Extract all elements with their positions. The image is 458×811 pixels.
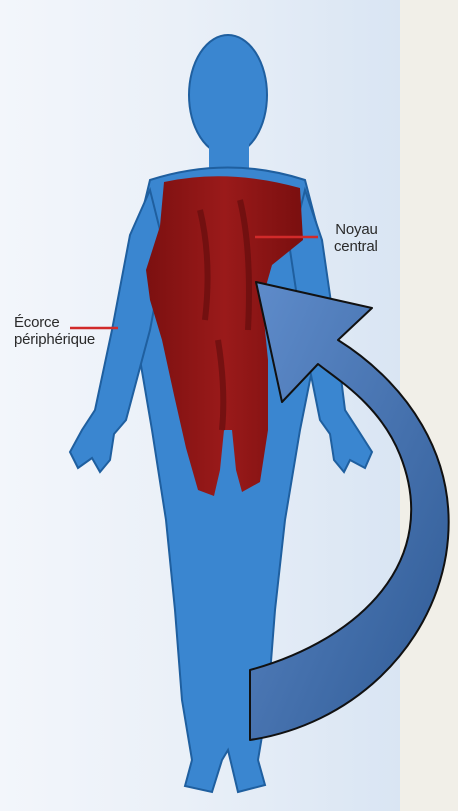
shell-label-line2: périphérique xyxy=(14,331,95,348)
core-label-line2: central xyxy=(334,238,378,255)
shell-label-line1: Écorce xyxy=(14,314,95,331)
shell-label: Écorce périphérique xyxy=(14,314,95,348)
core-label-line1: Noyau xyxy=(334,221,378,238)
core-label: Noyau central xyxy=(334,221,378,255)
head-shape xyxy=(189,35,267,155)
